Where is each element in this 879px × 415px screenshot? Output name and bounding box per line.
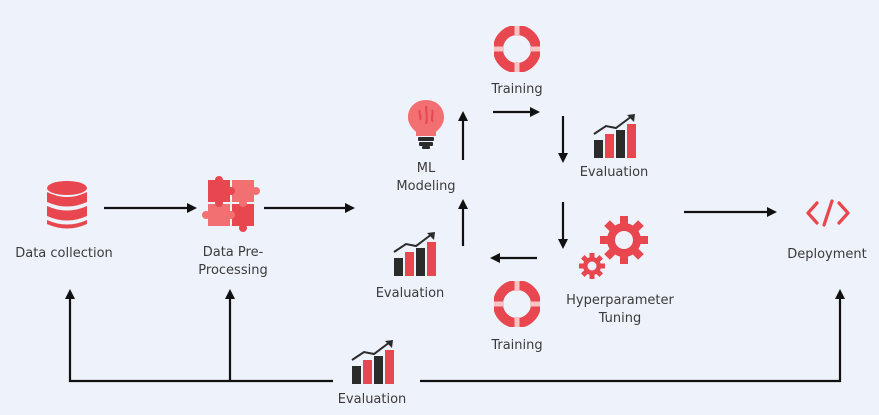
growth-chart-icon xyxy=(393,232,436,276)
lifebuoy-icon xyxy=(494,281,540,327)
ml-modeling-line2: Modeling xyxy=(396,179,456,194)
data-preprocessing-line2: Processing xyxy=(198,263,268,278)
data-collection-label: Data collection xyxy=(8,245,120,263)
deployment-label: Deployment xyxy=(780,246,874,264)
evaluation-middle-text: Evaluation xyxy=(375,286,445,301)
code-icon xyxy=(806,199,850,227)
evaluation-bottom-label: Evaluation xyxy=(330,391,414,409)
lightbulb-brain-icon xyxy=(408,100,444,149)
data-collection-text: Data collection xyxy=(15,246,113,261)
ml-modeling-label: ML Modeling xyxy=(388,160,464,196)
training-top-label: Training xyxy=(480,81,554,99)
gears-icon xyxy=(579,216,648,279)
training-bottom-text: Training xyxy=(491,338,543,353)
evaluation-top-label: Evaluation xyxy=(572,164,656,182)
evaluation-top-text: Evaluation xyxy=(579,165,649,180)
growth-chart-icon xyxy=(593,114,636,158)
training-bottom-label: Training xyxy=(480,337,554,355)
data-preprocessing-line1: Data Pre- xyxy=(202,245,264,260)
lifebuoy-icon xyxy=(494,26,540,72)
evaluation-middle-label: Evaluation xyxy=(368,285,452,303)
ml-modeling-line1: ML xyxy=(416,161,436,176)
puzzle-icon xyxy=(202,176,260,232)
feedback-line-right xyxy=(420,289,845,383)
deployment-text: Deployment xyxy=(787,247,867,262)
growth-chart-icon xyxy=(351,340,394,384)
hyperparameter-tuning-line2: Tuning xyxy=(598,311,642,326)
training-top-text: Training xyxy=(491,82,543,97)
evaluation-bottom-text: Evaluation xyxy=(337,392,407,407)
feedback-line-left xyxy=(65,289,333,383)
data-preprocessing-label: Data Pre- Processing xyxy=(190,244,276,280)
database-icon xyxy=(47,181,87,229)
hyperparameter-tuning-label: Hyperparameter Tuning xyxy=(560,292,680,328)
hyperparameter-tuning-line1: Hyperparameter xyxy=(566,293,674,308)
